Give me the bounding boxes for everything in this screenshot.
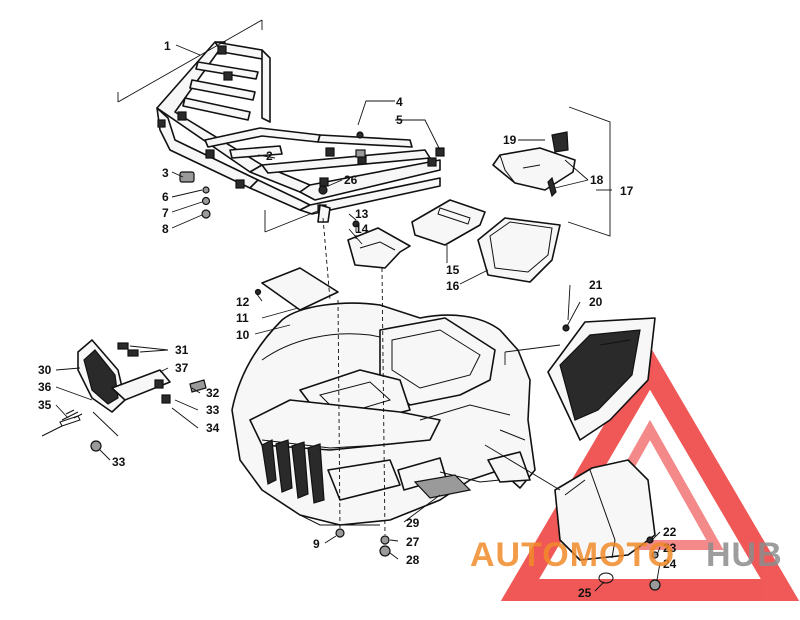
callout-1: 1 (164, 39, 171, 53)
callout-4: 4 (396, 95, 403, 109)
storage-lid-assembly (492, 131, 576, 198)
callout-5: 5 (396, 113, 403, 127)
callout-27: 27 (406, 535, 420, 549)
callout-20: 20 (589, 295, 603, 309)
callout-6: 6 (162, 190, 169, 204)
front-fender (231, 302, 536, 526)
callout-30: 30 (38, 363, 52, 377)
watermark-text: AUTOMOTO HUB (470, 536, 783, 574)
callout-37: 37 (175, 361, 189, 375)
callout-26: 26 (344, 173, 358, 187)
front-plate (254, 267, 339, 311)
callout-3: 3 (162, 166, 169, 180)
callout-22: 22 (663, 525, 677, 539)
storage-bin (411, 199, 561, 283)
callout-10: 10 (236, 328, 250, 342)
leader-lines (55, 44, 661, 592)
callout-15: 15 (446, 263, 460, 277)
callout-13: 13 (355, 207, 369, 221)
callout-2: 2 (266, 149, 273, 163)
callout-28: 28 (406, 553, 420, 567)
side-panel (547, 317, 656, 441)
callout-12: 12 (236, 295, 250, 309)
front-bracket (347, 220, 411, 269)
callout-9: 9 (313, 537, 320, 551)
headlight-assembly (41, 339, 207, 452)
callout-18: 18 (590, 173, 604, 187)
callout-34: 34 (206, 421, 220, 435)
callout-8: 8 (162, 222, 169, 236)
callout-32: 32 (206, 386, 220, 400)
callout-labels: 1 2 3 4 5 6 7 8 26 19 18 17 13 14 15 16 … (38, 39, 677, 600)
callout-33b: 33 (112, 455, 126, 469)
callout-23: 23 (663, 541, 677, 555)
callout-31: 31 (175, 343, 189, 357)
front-rack (156, 41, 445, 223)
mud-guard (554, 459, 661, 591)
callout-11: 11 (236, 311, 249, 325)
callout-29: 29 (406, 516, 420, 530)
callout-14: 14 (355, 222, 369, 236)
callout-24: 24 (663, 557, 677, 571)
watermark-text-part2: HUB (706, 536, 783, 574)
callout-21: 21 (589, 278, 603, 292)
callout-19: 19 (503, 133, 517, 147)
rack-hardware (179, 131, 366, 219)
callout-33a: 33 (206, 403, 220, 417)
callout-25: 25 (578, 586, 592, 600)
alignment-lines (264, 209, 561, 557)
callout-7: 7 (162, 206, 169, 220)
callout-16: 16 (446, 279, 460, 293)
callout-35: 35 (38, 398, 52, 412)
watermark-text-part1: AUTOMOTO (470, 536, 675, 574)
callout-36: 36 (38, 380, 52, 394)
callout-17: 17 (620, 184, 634, 198)
